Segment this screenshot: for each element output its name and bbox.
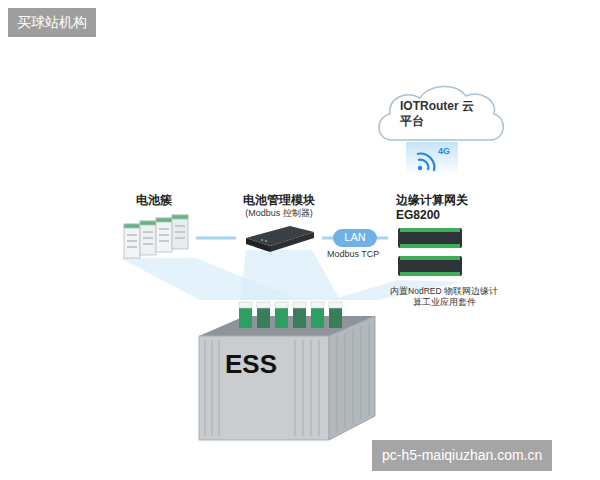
edge-label-pill: LAN: [333, 229, 376, 246]
node-heading: 电池簇: [136, 193, 192, 208]
node-heading: 电池管理模块: [236, 193, 322, 208]
node-note: 内置NodRED 物联网边缘计算工业应用套件: [388, 286, 500, 307]
battery-management-module: 电池管理模块(Modbus 控制器): [236, 193, 322, 253]
connector-line: [196, 238, 236, 239]
node-heading: 边缘计算网关 EG8200: [396, 193, 478, 223]
battery-cluster: 电池簇: [118, 193, 196, 263]
container-outline: [195, 288, 380, 443]
protocol-label: Modbus TCP: [326, 249, 380, 260]
container-label: ESS: [225, 348, 285, 381]
cloud-platform: IOTRouter 云平台: [370, 82, 510, 144]
cloud-label: IOTRouter 云平台: [400, 99, 480, 129]
ess-container: ESS: [195, 288, 380, 443]
node-subheading: (Modbus 控制器): [236, 208, 322, 219]
watermark: 买球站机构: [8, 8, 96, 37]
signal-label: 4G: [438, 146, 450, 157]
watermark: pc-h5-maiqiuzhan.com.cn: [372, 440, 552, 471]
edge-gateway: 边缘计算网关 EG8200 内置NodRED 物联网边缘计算工业应用套件: [388, 193, 500, 311]
